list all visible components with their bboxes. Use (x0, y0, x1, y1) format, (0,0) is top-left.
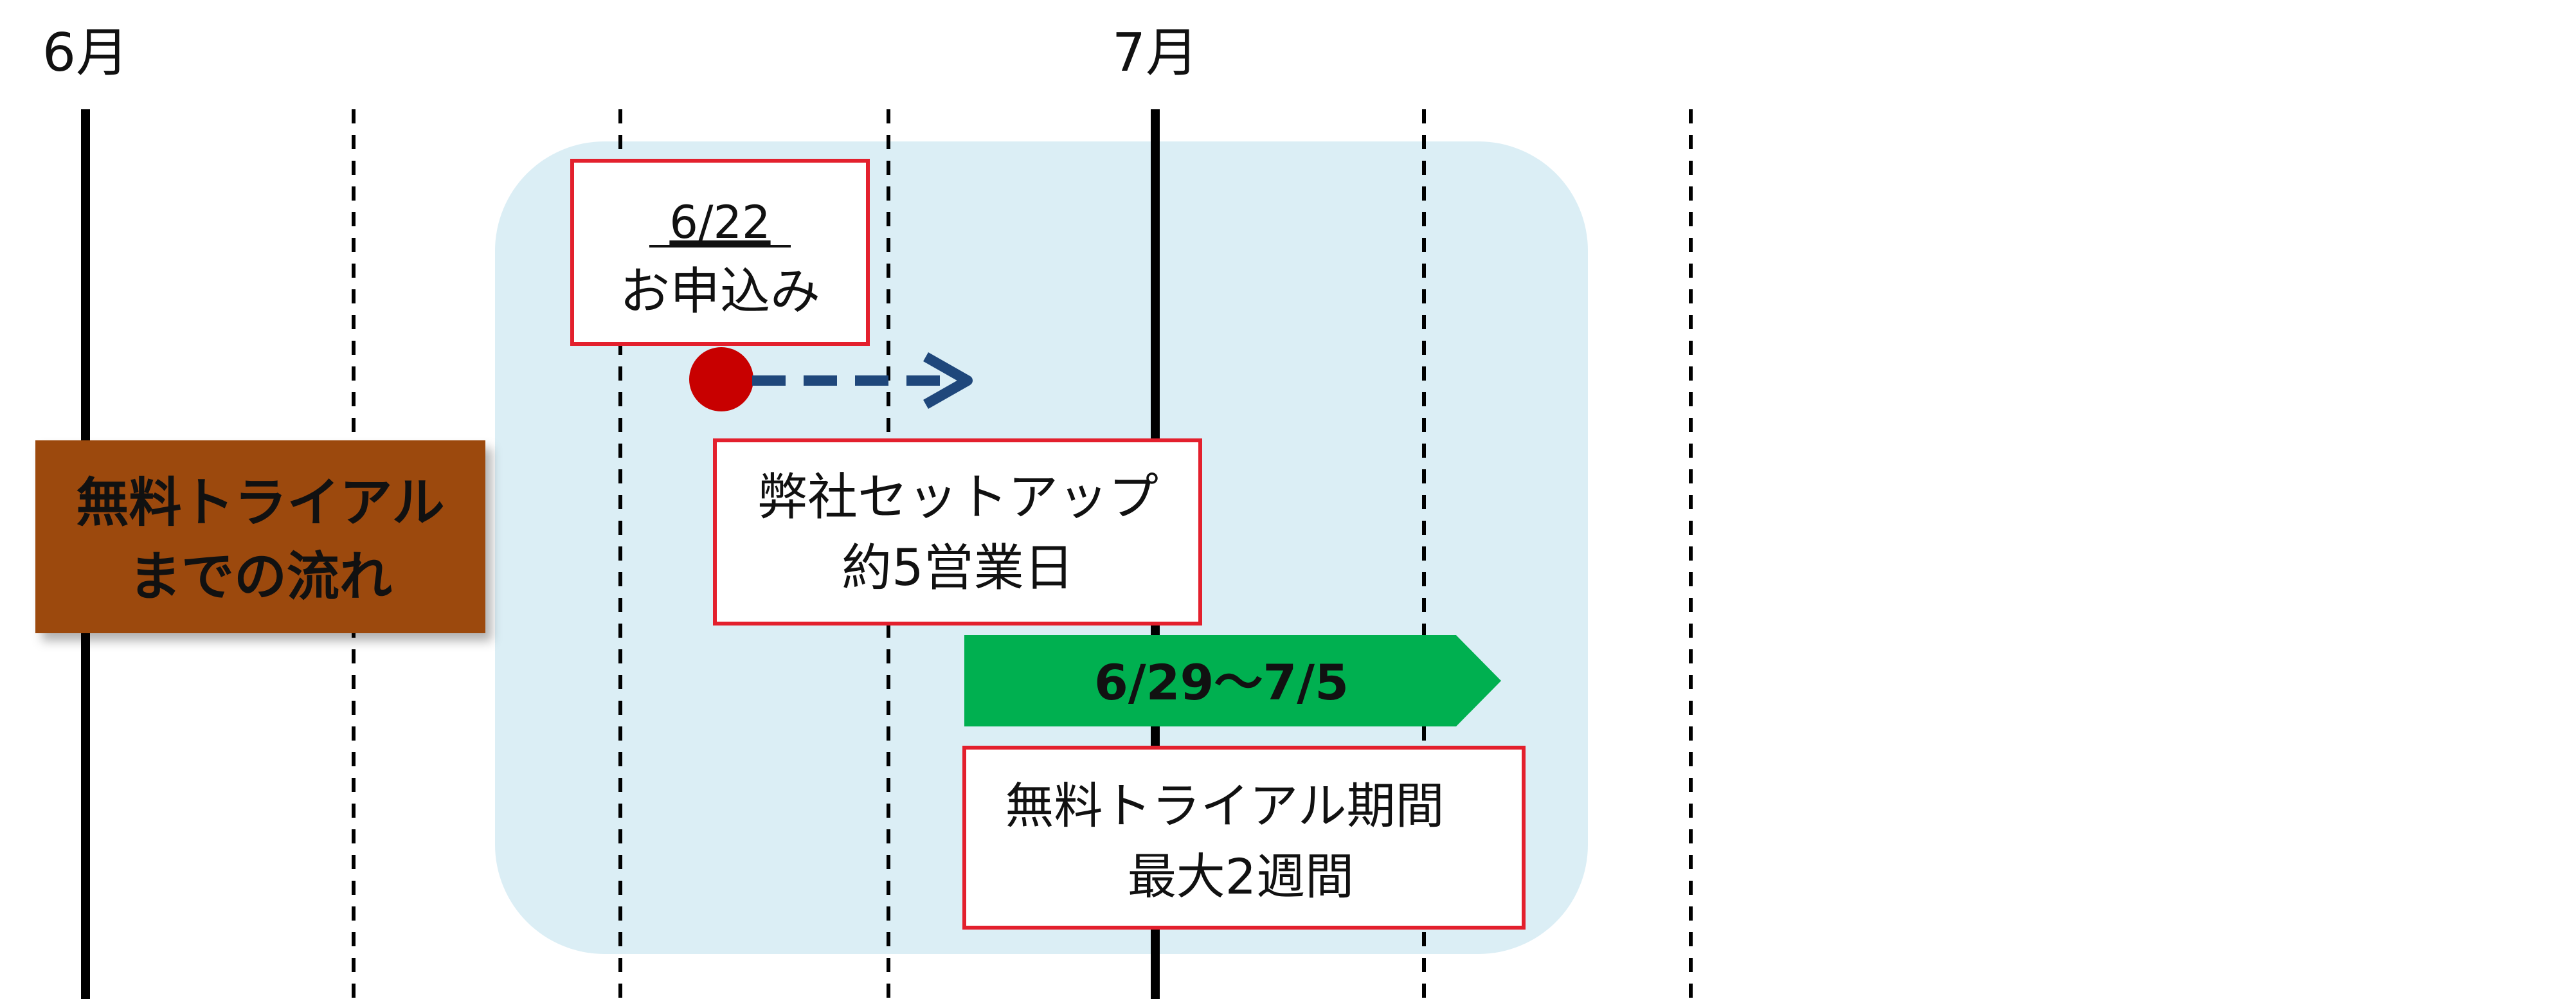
trial-period-range: 6/29〜7/5 (1094, 654, 1349, 711)
application-label: お申込み (620, 263, 820, 321)
trial-period-label-line-1: 無料トライアル期間 (1005, 777, 1444, 834)
application-date: 6/22 (669, 196, 770, 249)
setup-label-line-2: 約5営業日 (842, 539, 1074, 597)
july-label: 7月 (1112, 22, 1198, 84)
trial-period-label-line-2: 最大2週間 (1128, 848, 1354, 905)
trial-flow-title-line-1: 無料トライアル (76, 473, 444, 534)
setup-progress-arrowhead (923, 352, 973, 409)
application-start-marker (689, 347, 753, 411)
june-label: 6月 (42, 22, 129, 84)
trial-period-callout (962, 746, 1526, 930)
trial-period-bar (964, 635, 1501, 726)
setup-label-line-1: 弊社セットアップ (757, 469, 1158, 526)
trial-flow-title-box (35, 440, 485, 633)
setup-callout (713, 438, 1202, 626)
application-callout (570, 159, 870, 346)
trial-flow-title-line-2: までの流れ (129, 546, 392, 608)
